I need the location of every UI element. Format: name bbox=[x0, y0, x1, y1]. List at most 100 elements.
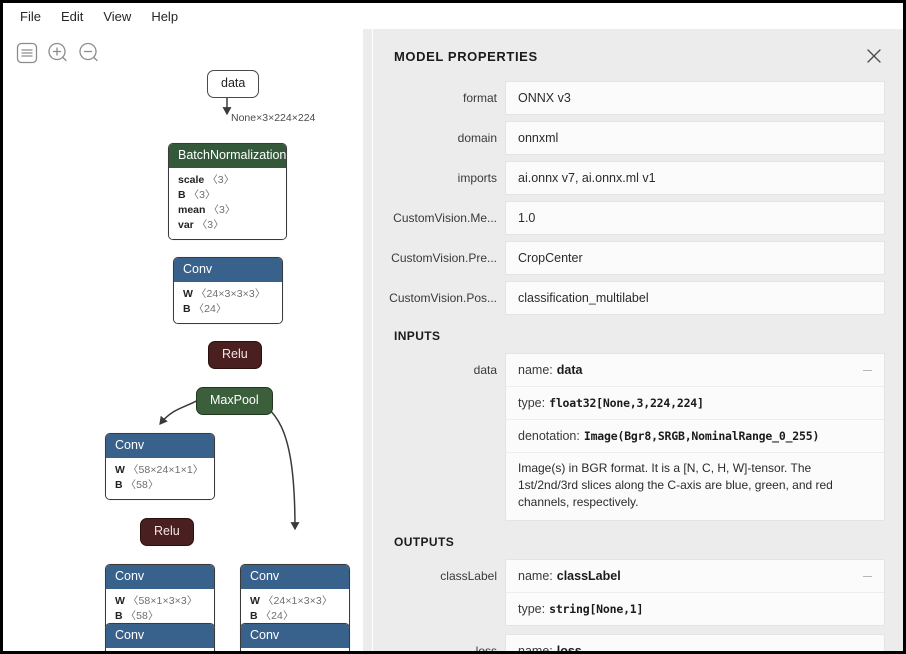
collapse-toggle-icon[interactable] bbox=[863, 576, 872, 577]
input-type-line: type: float32[None,3,224,224] bbox=[506, 387, 884, 420]
input-name-key: name: bbox=[518, 363, 553, 377]
menu-icon[interactable] bbox=[15, 41, 39, 65]
output-name-line: name: loss bbox=[506, 635, 884, 651]
node-attributes: scale 〈3〉 B 〈3〉 mean 〈3〉 var 〈3〉 bbox=[169, 168, 286, 239]
input-name-value: data bbox=[556, 363, 583, 377]
output-row-classlabel: classLabel name: classLabel type: string… bbox=[373, 559, 903, 626]
attr-dim: 〈3〉 bbox=[196, 219, 224, 231]
graph-node-conv-5[interactable]: Conv bbox=[105, 623, 215, 651]
property-value[interactable]: ai.onnx v7, ai.onnx.ml v1 bbox=[505, 161, 885, 195]
graph-node-conv-4[interactable]: Conv W 〈24×1×3×3〉 B 〈24〉 bbox=[240, 564, 350, 631]
property-value[interactable]: CropCenter bbox=[505, 241, 885, 275]
node-title: Conv bbox=[183, 262, 213, 276]
graph-node-conv-2[interactable]: Conv W 〈58×24×1×1〉 B 〈58〉 bbox=[105, 433, 215, 500]
attr-dim: 〈58〉 bbox=[125, 479, 159, 491]
attr-dim: 〈58×1×3×3〉 bbox=[127, 595, 198, 607]
node-title: MaxPool bbox=[210, 393, 259, 407]
close-icon[interactable] bbox=[863, 45, 885, 67]
attr-dim: 〈24×3×3×3〉 bbox=[195, 288, 266, 300]
output-name-key: name: bbox=[518, 644, 553, 651]
attr-key: var bbox=[178, 219, 194, 231]
input-denotation-key: denotation: bbox=[518, 429, 580, 443]
input-description: Image(s) in BGR format. It is a [N, C, H… bbox=[518, 461, 833, 509]
attr-dim: 〈3〉 bbox=[188, 189, 216, 201]
node-title: Conv bbox=[115, 628, 145, 642]
menu-item-file[interactable]: File bbox=[20, 8, 41, 24]
attr-key: mean bbox=[178, 204, 206, 216]
attr-dim: 〈3〉 bbox=[207, 174, 235, 186]
graph-node-conv-3[interactable]: Conv W 〈58×1×3×3〉 B 〈58〉 bbox=[105, 564, 215, 631]
graph-node-batchnormalization[interactable]: BatchNormalization scale 〈3〉 B 〈3〉 mean … bbox=[168, 143, 287, 240]
property-value[interactable]: 1.0 bbox=[505, 201, 885, 235]
node-attributes: W 〈58×24×1×1〉 B 〈58〉 bbox=[106, 458, 214, 499]
node-title: Relu bbox=[222, 347, 248, 361]
property-row-customvision-preprocess: CustomVision.Pre... CropCenter bbox=[373, 241, 903, 275]
graph-node-conv-1[interactable]: Conv W 〈24×3×3×3〉 B 〈24〉 bbox=[173, 257, 283, 324]
attr-key: W bbox=[115, 595, 125, 607]
attr-dim: 〈58×24×1×1〉 bbox=[127, 464, 204, 476]
graph-toolbar bbox=[15, 41, 101, 65]
attr-dim: 〈24×1×3×3〉 bbox=[262, 595, 333, 607]
property-row-format: format ONNX v3 bbox=[373, 81, 903, 115]
property-row-customvision-metadata: CustomVision.Me... 1.0 bbox=[373, 201, 903, 235]
input-card[interactable]: name: data type: float32[None,3,224,224]… bbox=[505, 353, 885, 521]
collapse-toggle-icon[interactable] bbox=[863, 370, 872, 371]
scrollbar-thumb[interactable] bbox=[363, 29, 372, 651]
graph-canvas[interactable]: data None×3×224×224 BatchNormalization s… bbox=[3, 29, 373, 651]
output-label: classLabel bbox=[440, 569, 497, 583]
property-label: CustomVision.Pos... bbox=[389, 291, 497, 305]
property-label: imports bbox=[457, 171, 497, 185]
node-title: data bbox=[221, 76, 246, 90]
panel-body: format ONNX v3 domain onnxml imports ai.… bbox=[373, 81, 903, 651]
panel-header: MODEL PROPERTIES bbox=[373, 29, 903, 81]
node-attribute-row: W 〈58×24×1×1〉 bbox=[115, 463, 205, 478]
output-name-value: loss bbox=[556, 644, 582, 651]
node-header: Conv bbox=[106, 434, 214, 458]
input-denotation-line: denotation: Image(Bgr8,SRGB,NominalRange… bbox=[506, 420, 884, 453]
property-value[interactable]: onnxml bbox=[505, 121, 885, 155]
node-attributes bbox=[106, 648, 214, 651]
property-row-customvision-postprocess: CustomVision.Pos... classification_multi… bbox=[373, 281, 903, 315]
node-attribute-row: W 〈24×1×3×3〉 bbox=[250, 594, 340, 609]
node-attribute-row: var 〈3〉 bbox=[178, 218, 277, 233]
input-row-data: data name: data type: float32[None,3,224… bbox=[373, 353, 903, 521]
property-label: format bbox=[462, 91, 497, 105]
property-value[interactable]: ONNX v3 bbox=[505, 81, 885, 115]
output-card[interactable]: name: classLabel type: string[None,1] bbox=[505, 559, 885, 626]
edge-label-input-shape: None×3×224×224 bbox=[231, 112, 316, 124]
menu-item-help[interactable]: Help bbox=[151, 8, 179, 24]
attr-key: B bbox=[115, 479, 123, 491]
menu-item-view[interactable]: View bbox=[103, 8, 132, 24]
property-value[interactable]: classification_multilabel bbox=[505, 281, 885, 315]
attr-dim: 〈24〉 bbox=[193, 303, 227, 315]
graph-vertical-scrollbar[interactable] bbox=[362, 29, 373, 651]
node-attribute-row: mean 〈3〉 bbox=[178, 203, 277, 218]
graph-node-relu-2[interactable]: Relu bbox=[140, 518, 194, 546]
node-attribute-row: W 〈24×3×3×3〉 bbox=[183, 287, 273, 302]
property-row-domain: domain onnxml bbox=[373, 121, 903, 155]
attr-key: W bbox=[250, 595, 260, 607]
output-type-line: type: string[None,1] bbox=[506, 593, 884, 625]
zoom-in-icon[interactable] bbox=[46, 41, 70, 65]
input-label: data bbox=[473, 363, 497, 377]
output-name-key: name: bbox=[518, 569, 553, 583]
graph-node-data[interactable]: data bbox=[207, 70, 260, 98]
output-name-value: classLabel bbox=[556, 569, 621, 583]
graph-node-conv-6[interactable]: Conv bbox=[240, 623, 350, 651]
attr-key: B bbox=[183, 303, 191, 315]
node-attributes: W 〈24×3×3×3〉 B 〈24〉 bbox=[174, 282, 282, 323]
graph-node-relu-1[interactable]: Relu bbox=[208, 341, 262, 369]
property-label: CustomVision.Pre... bbox=[391, 251, 497, 265]
output-name-line: name: classLabel bbox=[506, 560, 884, 593]
property-row-imports: imports ai.onnx v7, ai.onnx.ml v1 bbox=[373, 161, 903, 195]
graph-node-maxpool[interactable]: MaxPool bbox=[196, 387, 273, 415]
property-label: CustomVision.Me... bbox=[393, 211, 497, 225]
panel-title: MODEL PROPERTIES bbox=[394, 49, 538, 64]
zoom-out-icon[interactable] bbox=[77, 41, 101, 65]
inputs-section-title: INPUTS bbox=[394, 329, 441, 343]
property-label: domain bbox=[457, 131, 497, 145]
menu-item-edit[interactable]: Edit bbox=[60, 8, 84, 24]
output-card[interactable]: name: loss type: sequence<map<string,flo… bbox=[505, 634, 885, 651]
node-header: Conv bbox=[174, 258, 282, 282]
attr-key: B bbox=[115, 610, 123, 622]
